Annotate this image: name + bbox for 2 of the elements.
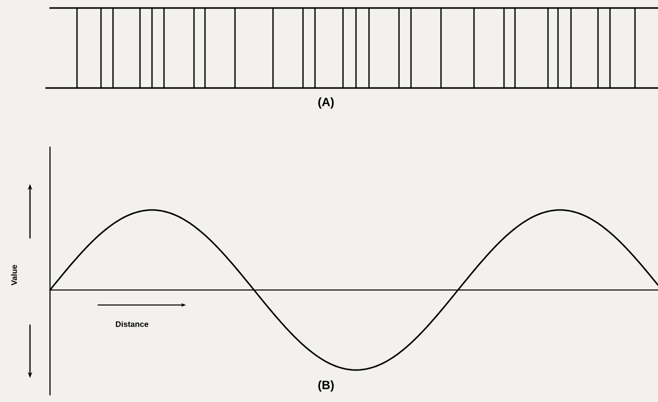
- axis-label: (B): [318, 380, 334, 392]
- axis-label: (A): [318, 97, 334, 109]
